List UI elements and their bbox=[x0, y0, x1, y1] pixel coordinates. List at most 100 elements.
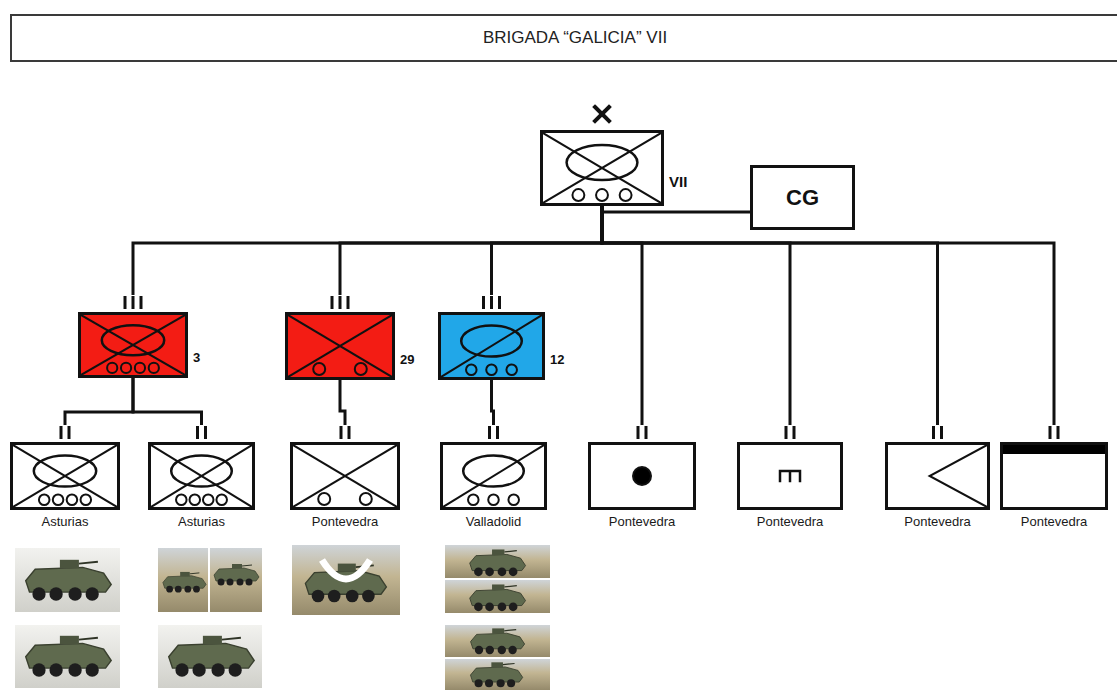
symbol-circle bbox=[176, 494, 187, 505]
vehicle-emblem bbox=[322, 560, 370, 579]
org-connector bbox=[602, 206, 1054, 425]
unit-frame bbox=[78, 312, 188, 378]
echelon-mark bbox=[785, 426, 788, 439]
unit-number: 3 bbox=[193, 351, 200, 378]
unit-location: Pontevedra bbox=[1021, 515, 1088, 530]
symbol-circle bbox=[633, 467, 651, 485]
echelon-marker bbox=[885, 425, 990, 442]
echelon-mark bbox=[140, 296, 143, 309]
regiment-symbol: 29 bbox=[285, 295, 414, 380]
engineer-symbol bbox=[780, 471, 800, 482]
echelon-mark bbox=[482, 296, 485, 309]
unit-location: Pontevedra bbox=[904, 515, 971, 530]
unit-symbol bbox=[441, 315, 542, 377]
echelon-mark bbox=[932, 426, 935, 439]
symbol-circle bbox=[216, 494, 227, 505]
vehicle-figure bbox=[169, 636, 255, 677]
echelon-marker bbox=[10, 425, 120, 442]
echelon-mark bbox=[637, 426, 640, 439]
echelon-mark bbox=[498, 296, 501, 309]
battalion-symbol: Valladolid bbox=[440, 425, 547, 530]
unit-symbol bbox=[288, 315, 392, 377]
unit-symbol bbox=[443, 445, 544, 507]
echelon-marker bbox=[285, 295, 395, 312]
unit-location: Asturias bbox=[178, 515, 225, 530]
org-connector bbox=[602, 206, 642, 425]
symbol-circle bbox=[313, 363, 325, 375]
echelon-marker bbox=[148, 425, 255, 442]
symbol-circle bbox=[596, 189, 608, 201]
vehicle-figure bbox=[470, 584, 526, 611]
unit-location: Pontevedra bbox=[312, 515, 379, 530]
vehicle-photo bbox=[445, 580, 550, 613]
org-connector bbox=[133, 206, 602, 295]
symbol-circle bbox=[53, 494, 64, 505]
echelon-marker bbox=[290, 425, 400, 442]
unit-location: Asturias bbox=[42, 515, 89, 530]
symbol-circle bbox=[360, 493, 372, 505]
echelon-mark bbox=[490, 296, 493, 309]
symbol-circle bbox=[488, 494, 499, 505]
echelon-mark bbox=[196, 426, 199, 439]
echelon-mark bbox=[339, 296, 342, 309]
symbol-line bbox=[293, 445, 397, 507]
vehicle-photo bbox=[445, 659, 550, 690]
battalion-symbol: Pontevedra bbox=[737, 425, 843, 530]
echelon-mark bbox=[940, 426, 943, 439]
unit-number: VII bbox=[669, 173, 687, 206]
symbol-oval bbox=[171, 456, 232, 487]
symbol-circle bbox=[620, 189, 632, 201]
symbol-circle bbox=[486, 364, 497, 375]
org-connector bbox=[65, 378, 133, 425]
unit-symbol bbox=[543, 133, 661, 203]
unit-frame bbox=[885, 442, 990, 510]
symbol-circle bbox=[506, 364, 517, 375]
echelon-mark bbox=[496, 426, 499, 439]
symbol-line bbox=[441, 315, 542, 377]
vehicle-photo bbox=[292, 545, 400, 615]
symbol-circle bbox=[39, 494, 50, 505]
echelon-mark bbox=[595, 107, 609, 121]
photo-divider bbox=[208, 548, 210, 612]
symbol-oval bbox=[34, 456, 96, 487]
vehicle-figure bbox=[214, 564, 259, 586]
org-connector bbox=[602, 206, 938, 425]
unit-frame bbox=[148, 442, 255, 510]
unit-symbol bbox=[81, 315, 185, 375]
logistics-band bbox=[1003, 445, 1105, 454]
vehicle-figure bbox=[163, 572, 206, 593]
echelon-marker bbox=[1000, 425, 1108, 442]
vehicle-photo bbox=[15, 625, 120, 688]
unit-frame bbox=[438, 312, 545, 380]
battalion-symbol: Pontevedra bbox=[1000, 425, 1108, 530]
symbol-line bbox=[443, 445, 544, 507]
symbol-oval bbox=[567, 145, 638, 180]
regiment-symbol: 12 bbox=[438, 295, 564, 380]
symbol-oval bbox=[102, 325, 164, 355]
symbol-row: VII bbox=[540, 130, 687, 206]
symbol-circle bbox=[355, 363, 367, 375]
unit-frame bbox=[290, 442, 400, 510]
symbol-circle bbox=[135, 363, 145, 373]
symbol-oval bbox=[461, 326, 522, 357]
symbol-line bbox=[81, 315, 185, 375]
vehicle-figure bbox=[470, 549, 526, 576]
symbol-circle bbox=[508, 494, 519, 505]
unit-frame bbox=[1000, 442, 1108, 510]
echelon-mark bbox=[1057, 426, 1060, 439]
brigade-symbol: VII bbox=[540, 98, 687, 206]
symbol-circle bbox=[189, 494, 200, 505]
title-bar: BRIGADA “GALICIA” VII bbox=[10, 14, 1117, 62]
symbol-line bbox=[13, 445, 117, 507]
unit-symbol bbox=[1003, 445, 1105, 507]
unit-symbol bbox=[151, 445, 252, 507]
symbol-circle bbox=[67, 494, 78, 505]
echelon-mark bbox=[348, 426, 351, 439]
symbol-circle bbox=[318, 493, 330, 505]
unit-frame bbox=[440, 442, 547, 510]
unit-symbol bbox=[888, 445, 987, 507]
unit-location: Pontevedra bbox=[609, 515, 676, 530]
battalion-symbol: Pontevedra bbox=[588, 425, 696, 530]
echelon-marker bbox=[540, 98, 664, 130]
